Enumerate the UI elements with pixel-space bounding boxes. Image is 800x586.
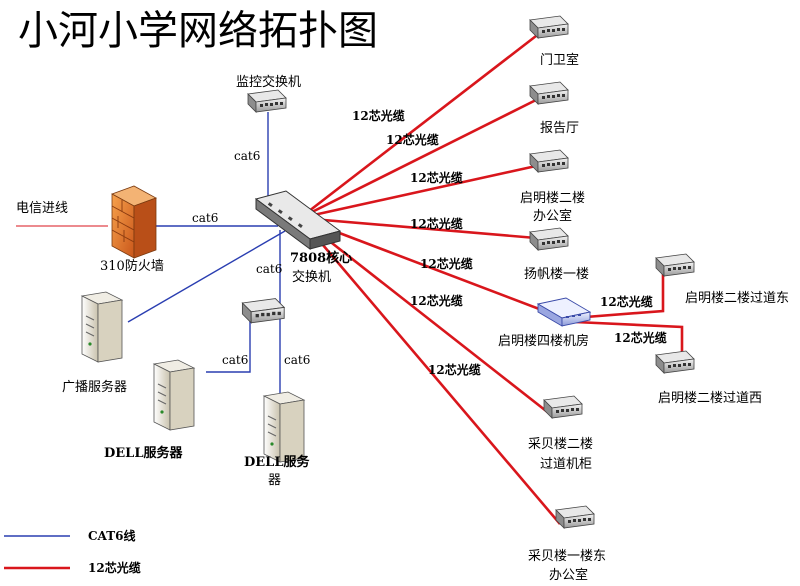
caibei-1f-east-label-line1: 采贝楼一楼东 xyxy=(528,549,606,564)
cat6-links xyxy=(127,112,286,396)
cat6-link-broadcast-server xyxy=(127,230,286,323)
fiber-label-qiming-4f: 12芯光缆 xyxy=(420,256,473,271)
legend: CAT6线 12芯光缆 xyxy=(4,528,141,575)
guard-room-label: 门卫室 xyxy=(540,52,579,68)
firewall-icon xyxy=(111,185,157,259)
yangfan-1f-switch-icon xyxy=(529,227,569,251)
fiber-label-caibei-1f-east: 12芯光缆 xyxy=(428,362,481,377)
cat6-label-monitor-switch: cat6 xyxy=(234,149,260,163)
fiber-label-yangfan-1f: 12芯光缆 xyxy=(410,216,463,231)
cat6-label-broadcast-server: cat6 xyxy=(256,262,282,276)
qiming-2f-office-switch-icon xyxy=(529,149,569,173)
dell-server-2-icon xyxy=(263,391,305,463)
fiber-label-qiming-2f-office: 12芯光缆 xyxy=(410,170,463,185)
qiming-2f-office-label-line2: 办公室 xyxy=(533,208,572,224)
yangfan-1f-label: 扬帆楼一楼 xyxy=(524,267,589,282)
cat6-label-dell-server-1: cat6 xyxy=(222,353,248,367)
cat6-link-dell-server-1 xyxy=(206,318,251,373)
core-switch-label-line1: 7808核心 xyxy=(290,250,352,266)
lecture-hall-switch-icon xyxy=(529,81,569,105)
core-switch-icon xyxy=(254,190,342,250)
fiber-link-guard-room xyxy=(299,34,537,220)
caibei-1f-east-switch-icon xyxy=(555,505,595,529)
caibei-2f-switch-icon xyxy=(543,395,583,419)
fiber-link-yangfan-1f xyxy=(299,216,537,240)
dell-server-1-label: DELL服务器 xyxy=(104,445,183,461)
qiming-2f-office-label-line1: 启明楼二楼 xyxy=(520,191,585,206)
firewall-label: 310防火墙 xyxy=(100,258,164,274)
fiber-label-qiming-2f-east: 12芯光缆 xyxy=(600,294,653,309)
qiming-2f-east-switch-icon xyxy=(655,253,695,277)
fiber-links xyxy=(299,34,684,525)
qiming-4f-room-label: 启明楼四楼机房 xyxy=(498,333,589,349)
fiber-link-qiming-2f-east xyxy=(572,272,665,320)
fiber-link-caibei-2f xyxy=(299,216,551,416)
monitor-switch-icon xyxy=(247,89,287,113)
fiber-label-caibei-2f: 12芯光缆 xyxy=(410,293,463,308)
fiber-label-lecture-hall: 12芯光缆 xyxy=(386,132,439,147)
fiber-link-caibei-1f-east xyxy=(299,217,561,525)
broadcast-server-icon xyxy=(81,291,123,363)
caibei-2f-label-line2: 过道机柜 xyxy=(540,457,592,472)
core-switch-label-line2: 交换机 xyxy=(292,269,331,285)
fiber-link-qiming-2f-west xyxy=(574,320,684,358)
fiber-link-qiming-2f-office xyxy=(299,164,537,220)
fiber-link-lecture-hall xyxy=(299,98,537,220)
telecom-in-label: 电信进线 xyxy=(16,201,68,216)
legend-cat6-label: CAT6线 xyxy=(88,528,136,543)
lecture-hall-label: 报告厅 xyxy=(540,121,579,136)
broadcast-server-label: 广播服务器 xyxy=(62,379,127,395)
guard-room-switch-icon xyxy=(529,15,569,39)
fiber-label-guard-room: 12芯光缆 xyxy=(352,108,405,123)
legend-fiber-label: 12芯光缆 xyxy=(88,560,141,575)
dell-server-1-icon xyxy=(153,359,195,431)
fiber-link-qiming-4f xyxy=(299,216,556,317)
fiber-label-qiming-2f-west: 12芯光缆 xyxy=(614,330,667,345)
dell-server-2-label-line1: DELL服务 xyxy=(244,454,310,470)
caibei-2f-label-line1: 采贝楼二楼 xyxy=(528,437,593,452)
dell-server-2-label-line2: 器 xyxy=(268,473,281,488)
qiming-4f-switch-icon xyxy=(536,297,592,327)
caibei-1f-east-label-line2: 办公室 xyxy=(549,567,588,583)
qiming-2f-east-label: 启明楼二楼过道东 xyxy=(685,291,789,306)
diagram-title: 小河小学网络拓扑图 xyxy=(18,8,378,54)
qiming-2f-west-label: 启明楼二楼过道西 xyxy=(658,391,762,406)
cat6-label-dell-server-2: cat6 xyxy=(284,353,310,367)
cat6-label-firewall: cat6 xyxy=(192,211,218,225)
qiming-2f-west-switch-icon xyxy=(655,350,695,374)
monitor-switch-label: 监控交换机 xyxy=(236,74,301,90)
access-switch-icon xyxy=(241,298,285,324)
